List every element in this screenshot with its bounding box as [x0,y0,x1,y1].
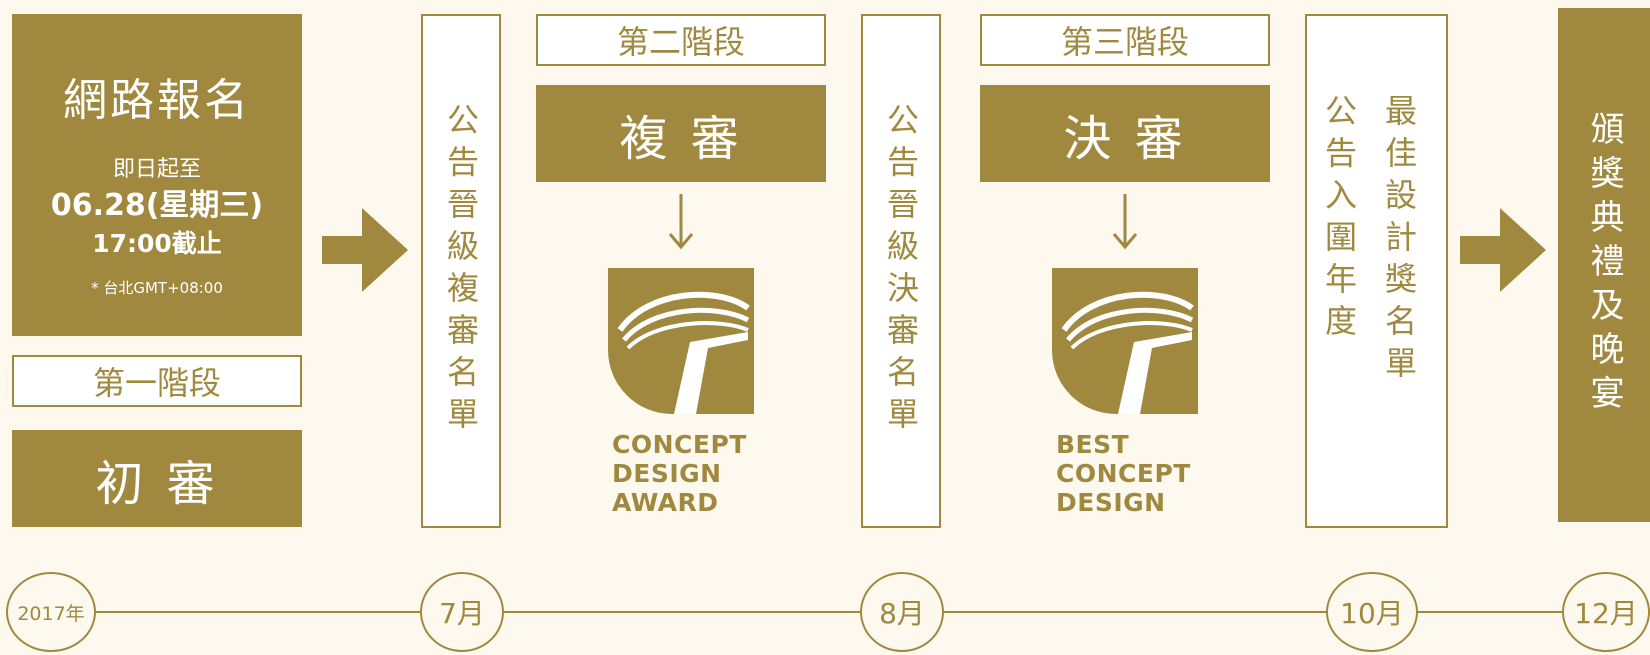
arrow-right-icon [1460,208,1546,296]
timeline-marker-october: 10月 [1326,572,1418,652]
stage3-review: 決 審 [980,85,1270,182]
logo-line: AWARD [612,488,719,517]
arrow-right-icon [322,208,408,296]
logo-line: BEST [1056,430,1130,459]
stage2-review: 複 審 [536,85,826,182]
stage2-label: 第二階段 [536,14,826,66]
timeline-marker-2017: 2017年 [6,572,96,652]
down-arrow-icon [668,194,694,254]
timeline-marker-august: 8月 [860,572,944,652]
concept-design-award-logo [608,268,754,418]
stage1-label: 第一階段 [12,355,302,407]
ceremony-box: 頒獎典禮及晚宴 [1558,8,1650,522]
registration-box: 網路報名 即日起至 06.28(星期三) 17:00截止 * 台北GMT+08:… [12,14,302,336]
stage1-review: 初 審 [12,430,302,527]
best-concept-design-logo [1052,268,1198,418]
down-arrow-icon [1112,194,1138,254]
ceremony-text: 頒獎典禮及晚宴 [1584,111,1624,419]
timezone-note: * 台北GMT+08:00 [91,279,223,297]
stage3-label: 第三階段 [980,14,1270,66]
timeline-marker-december: 12月 [1562,572,1650,652]
announce-semifinal-box: 公告晉級複審名單 [421,14,501,528]
timeline-marker-july: 7月 [420,572,504,652]
announce-winners-col2: 最佳設計獎名單 [1380,94,1418,388]
announce-final-text: 公告晉級決審名單 [882,103,920,439]
deadline-time: 17:00截止 [92,229,222,258]
deadline-date: 06.28(星期三) [50,188,264,223]
announce-final-box: 公告晉級決審名單 [861,14,941,528]
logo-line: DESIGN [612,459,722,488]
concept-design-award-text: CONCEPT DESIGN AWARD [612,430,782,517]
logo-line: DESIGN [1056,488,1166,517]
from-today-text: 即日起至 [112,157,201,182]
best-concept-design-text: BEST CONCEPT DESIGN [1056,430,1226,517]
registration-title: 網路報名 [63,75,251,126]
announce-winners-col1: 公告入圍年度 [1320,94,1358,346]
logo-line: CONCEPT [612,430,747,459]
announce-winners-box: 公告入圍年度 最佳設計獎名單 [1305,14,1448,528]
announce-semifinal-text: 公告晉級複審名單 [442,103,480,439]
logo-line: CONCEPT [1056,459,1191,488]
